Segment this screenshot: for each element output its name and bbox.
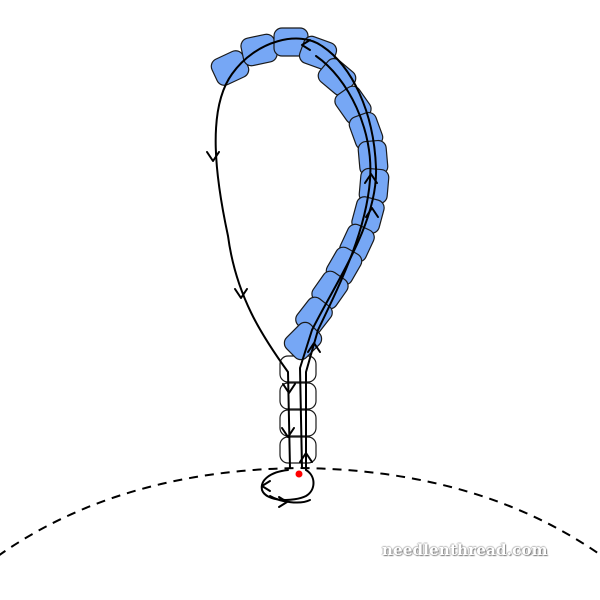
- arrow-up-icon: [364, 173, 378, 184]
- arrow-up-icon: [365, 207, 379, 218]
- watermark-text: needlenthread.com: [382, 541, 548, 559]
- white-bead-stack: [279, 355, 317, 464]
- arrow-up-icon: [299, 452, 313, 463]
- thread-inner-up: [305, 55, 372, 471]
- arrow-down-icon: [206, 151, 220, 162]
- arrow-down-icon: [282, 383, 296, 394]
- arrow-left-icon: [301, 39, 311, 51]
- entry-point-marker: [295, 470, 303, 478]
- arrow-down-icon: [281, 427, 295, 438]
- blue-bead-loop: [210, 27, 390, 361]
- direction-arrows: [206, 39, 379, 508]
- thread-tail: [269, 495, 311, 504]
- threads: [214, 37, 378, 504]
- arrow-down-icon: [234, 288, 248, 299]
- arrow-left-icon: [261, 480, 271, 492]
- thread-left-loop: [214, 37, 378, 469]
- arrow-up-icon: [307, 342, 321, 353]
- arrow-right-icon: [278, 496, 288, 508]
